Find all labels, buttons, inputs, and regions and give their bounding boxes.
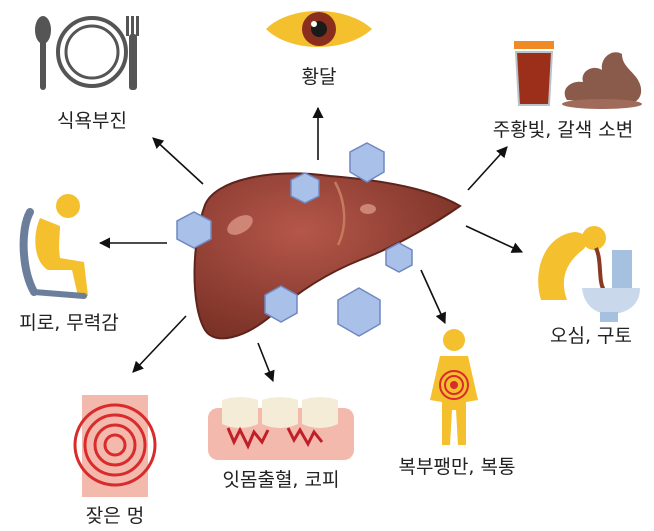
liver-illustration — [193, 172, 462, 340]
abdominal-pain-person-icon — [430, 329, 478, 445]
virus-hexagon-icon — [264, 285, 298, 323]
urine-cup-and-stool-icon — [514, 41, 642, 109]
arrow-to-bleeding — [257, 342, 275, 383]
arrow-to-nausea — [465, 225, 524, 253]
bruised-skin-icon — [73, 395, 157, 497]
label-dark-urine: 주황빛, 갈색 소변 — [492, 119, 634, 141]
arrow-to-bruising — [132, 315, 187, 373]
label-appetite: 식욕부진 — [57, 110, 127, 132]
arrow-to-urine — [467, 146, 508, 191]
arrow-to-bloating — [420, 269, 446, 325]
virus-hexagon-icon — [385, 242, 413, 273]
virus-particles — [176, 142, 413, 337]
virus-hexagon-icon — [349, 142, 385, 183]
vomiting-person-icon — [538, 226, 640, 322]
label-jaundice: 황달 — [301, 66, 337, 88]
tired-person-icon — [19, 194, 88, 299]
virus-hexagon-icon — [290, 172, 320, 204]
eye-icon — [266, 11, 372, 47]
label-bleeding: 잇몸출혈, 코피 — [222, 469, 340, 491]
label-fatigue: 피로, 무력감 — [19, 312, 119, 334]
label-nausea: 오심, 구토 — [550, 325, 632, 347]
virus-hexagon-icon — [337, 287, 381, 337]
bleeding-gums-icon — [208, 397, 354, 460]
label-bloating: 복부팽만, 복통 — [398, 456, 516, 478]
virus-hexagon-icon — [176, 211, 212, 249]
arrows — [98, 106, 524, 383]
arrow-to-appetite — [152, 137, 204, 185]
label-bruising: 잦은 멍 — [85, 505, 145, 527]
fork-plate-spoon-icon — [35, 16, 139, 90]
